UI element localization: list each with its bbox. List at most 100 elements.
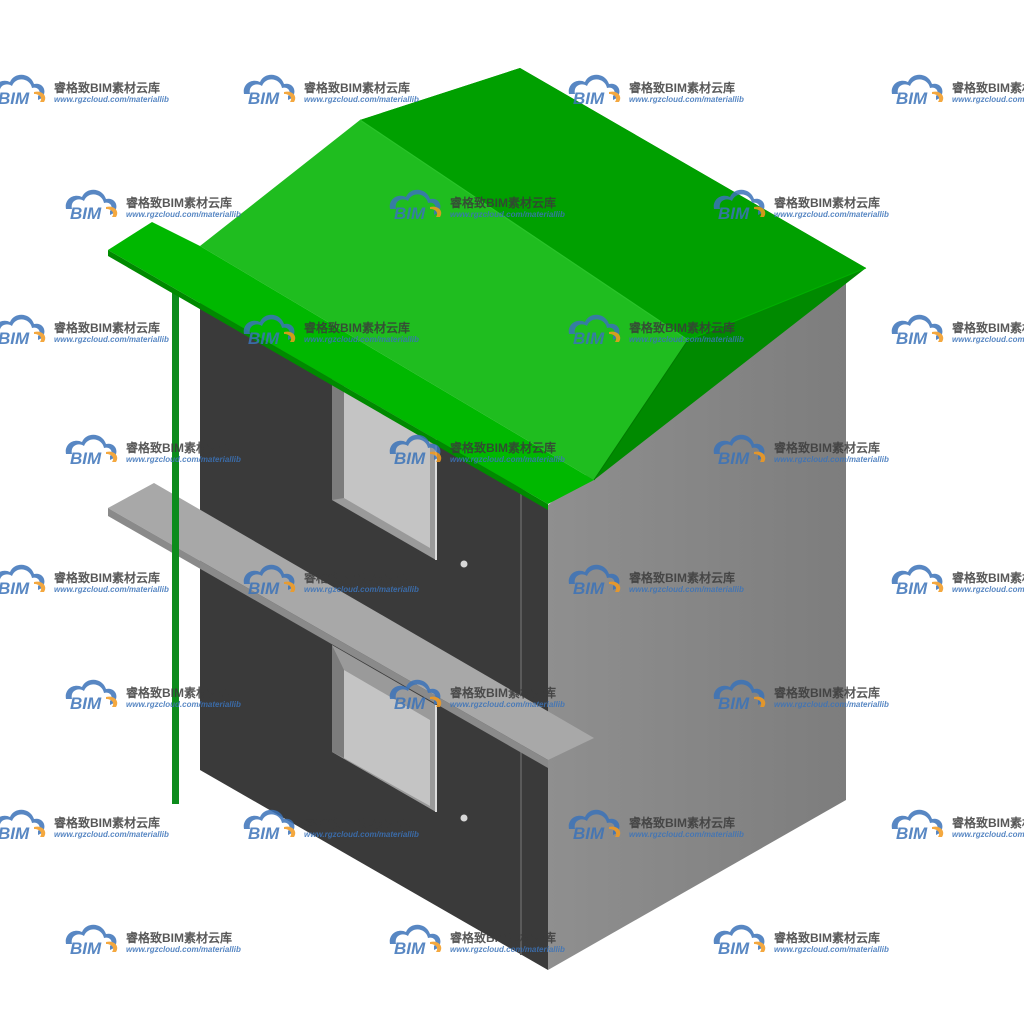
logo-swoosh-icon <box>609 331 621 342</box>
watermark-logo-text: BIM <box>896 579 928 598</box>
watermark-tile: BIM睿格致BIM素材云库www.rgzcloud.com/materialli… <box>389 434 565 468</box>
watermark-tile: BIM睿格致BIM素材云库www.rgzcloud.com/materialli… <box>65 679 241 713</box>
watermark-url: www.rgzcloud.com/materiallib <box>774 700 889 709</box>
watermark-tile: BIM睿格致BIM素材云库www.rgzcloud.com/materialli… <box>713 679 889 713</box>
watermark-title: 睿格致BIM素材云库 <box>126 440 232 455</box>
cloud-logo-icon <box>389 434 441 460</box>
logo-swoosh-icon <box>754 941 766 952</box>
watermark-url: www.rgzcloud.com/materiallib <box>952 95 1024 104</box>
logo-swoosh-icon <box>932 91 944 102</box>
watermark-title: 睿格致BIM素材云库 <box>126 930 232 945</box>
watermark-url: www.rgzcloud.com/materiallib <box>450 945 565 954</box>
watermark-title: 睿格致BIM素材云库 <box>629 80 735 95</box>
watermark-url: www.rgzcloud.com/materiallib <box>629 585 744 594</box>
logo-swoosh-icon <box>284 826 296 837</box>
watermark-logo-text: BIM <box>573 329 605 348</box>
roof <box>108 68 867 510</box>
cloud-logo-icon <box>568 809 620 835</box>
watermark-logo-text: BIM <box>248 579 280 598</box>
watermark-title: 睿格致BIM素材云库 <box>126 685 232 700</box>
logo-swoosh-icon <box>609 581 621 592</box>
watermark-tile: BIM睿格致BIM素材云库www.rgzcloud.com/materialli… <box>713 189 889 223</box>
logo-swoosh-icon <box>754 206 766 217</box>
cloud-logo-icon <box>713 434 765 460</box>
watermark-url: www.rgzcloud.com/materiallib <box>629 95 744 104</box>
watermark-title: 睿格致BIM素材云库 <box>952 815 1024 830</box>
house-model <box>108 68 867 970</box>
watermark-logo-text: BIM <box>394 939 426 958</box>
watermark-title: 睿格致BIM素材云库 <box>774 440 880 455</box>
watermark-logo-text: BIM <box>896 329 928 348</box>
watermark-url: www.rgzcloud.com/materiallib <box>774 455 889 464</box>
watermark-title: 睿格致BIM素材云库 <box>450 440 556 455</box>
watermark-tile: BIM 睿格致BIM素材云库www.rgzcloud.com/materialli… <box>713 924 889 958</box>
watermark-logo-text: BIM <box>70 204 102 223</box>
watermark-tile: BIM 睿格致BIM素材云库www.rgzcloud.com/materialli… <box>891 809 1024 843</box>
watermark-title: 睿格致BIM素材云库 <box>774 930 880 945</box>
logo-swoosh-icon <box>106 206 118 217</box>
watermark-title: 睿格致BIM素材云库 <box>54 815 160 830</box>
side-wall <box>548 270 846 970</box>
logo-swoosh-icon <box>430 696 442 707</box>
logo-swoosh-icon <box>430 941 442 952</box>
watermark-logo-text: BIM <box>896 89 928 108</box>
watermark-logo-text: BIM <box>896 824 928 843</box>
watermark-tile: BIM睿格致BIM素材云库www.rgzcloud.com/materialli… <box>891 564 1024 598</box>
watermark-url: www.rgzcloud.com/materiallib <box>774 210 889 219</box>
watermark-url: www.rgzcloud.com/materiallib <box>450 455 565 464</box>
watermark-tile: BIM睿格致BIM素材云库www.rgzcloud.com/materialli… <box>243 314 419 348</box>
watermark-logo-text: BIM <box>0 89 30 108</box>
watermark-title: 睿格致BIM素材云库 <box>952 320 1024 335</box>
watermark-tile: BIM睿格致BIM素材云库www.rgzcloud.com/materialli… <box>891 74 1024 108</box>
wall-light-upper <box>460 560 468 568</box>
watermark-url: www.rgzcloud.com/materiallib <box>952 335 1024 344</box>
watermark-url: www.rgzcloud.com/materiallib <box>304 585 419 594</box>
watermark-url: www.rgzcloud.com/materiallib <box>774 945 889 954</box>
cloud-logo-icon <box>713 679 765 705</box>
cloud-logo-icon <box>65 924 117 950</box>
cloud-logo-icon <box>891 74 943 100</box>
cloud-logo-icon <box>389 924 441 950</box>
watermark-url: www.rgzcloud.com/materiallib <box>450 700 565 709</box>
cloud-logo-icon <box>65 434 117 460</box>
watermark-tile: BIM睿格致BIM素材云库www.rgzcloud.com/materialli… <box>568 809 744 843</box>
watermark-url: www.rgzcloud.com/materiallib <box>952 830 1024 839</box>
watermark-logo-text: BIM <box>718 939 750 958</box>
watermark-tile: BIM睿格致BIM素材云库www.rgzcloud.com/materialli… <box>568 314 744 348</box>
logo-swoosh-icon <box>284 91 296 102</box>
watermark-url: www.rgzcloud.com/materiallib <box>54 95 169 104</box>
watermark-tile: BIM睿格致BIM素材云库www.rgzcloud.com/materialli… <box>243 564 419 598</box>
watermark-tile: BIM睿格致BIM素材云库www.rgzcloud.com/materialli… <box>568 564 744 598</box>
watermark-logo-text: BIM <box>0 329 30 348</box>
cloud-logo-icon <box>568 564 620 590</box>
cloud-logo-icon <box>0 564 45 590</box>
wall-light-lower <box>460 814 468 822</box>
logo-swoosh-icon <box>609 826 621 837</box>
watermark-logo-text: BIM <box>248 824 280 843</box>
logo-swoosh-icon <box>34 91 46 102</box>
watermark-logo-text: BIM <box>573 824 605 843</box>
watermark-logo-text: BIM <box>0 824 30 843</box>
watermark-url: www.rgzcloud.com/materiallib <box>304 95 419 104</box>
watermark-title: 睿格致BIM素材云库 <box>629 320 735 335</box>
watermark-logo-text: BIM <box>573 89 605 108</box>
watermark-url: www.rgzcloud.com/materiallib <box>304 335 419 344</box>
watermark-logo-text: BIM <box>718 449 750 468</box>
watermark-title: 睿格致BIM素材云库 <box>54 320 160 335</box>
watermark-tile: BIM 睿格致BIM素材云库www.rgzcloud.com/materialli… <box>891 314 1024 348</box>
downpipe <box>172 292 179 804</box>
watermark-title: 睿格致BIM素材云库 <box>774 685 880 700</box>
watermark-tile: BIM睿格致BIM素材云库www.rgzcloud.com/materialli… <box>389 924 565 958</box>
watermark-title: 睿格致BIM素材云库 <box>774 195 880 210</box>
cloud-logo-icon <box>0 314 45 340</box>
watermark-tile: BIM睿格致BIM素材云库www.rgzcloud.com/materialli… <box>65 924 241 958</box>
logo-swoosh-icon <box>284 331 296 342</box>
watermark-tile: BIM睿格致BIM素材云库www.rgzcloud.com/materialli… <box>389 679 565 713</box>
watermark-logo-text: BIM <box>70 939 102 958</box>
logo-swoosh-icon <box>34 581 46 592</box>
logo-swoosh-icon <box>106 451 118 462</box>
watermark-title: 睿格致BIM素材云库 <box>450 195 556 210</box>
watermark-title: 睿格致BIM素材云库 <box>952 570 1024 585</box>
watermark-logo-text: BIM <box>248 329 280 348</box>
